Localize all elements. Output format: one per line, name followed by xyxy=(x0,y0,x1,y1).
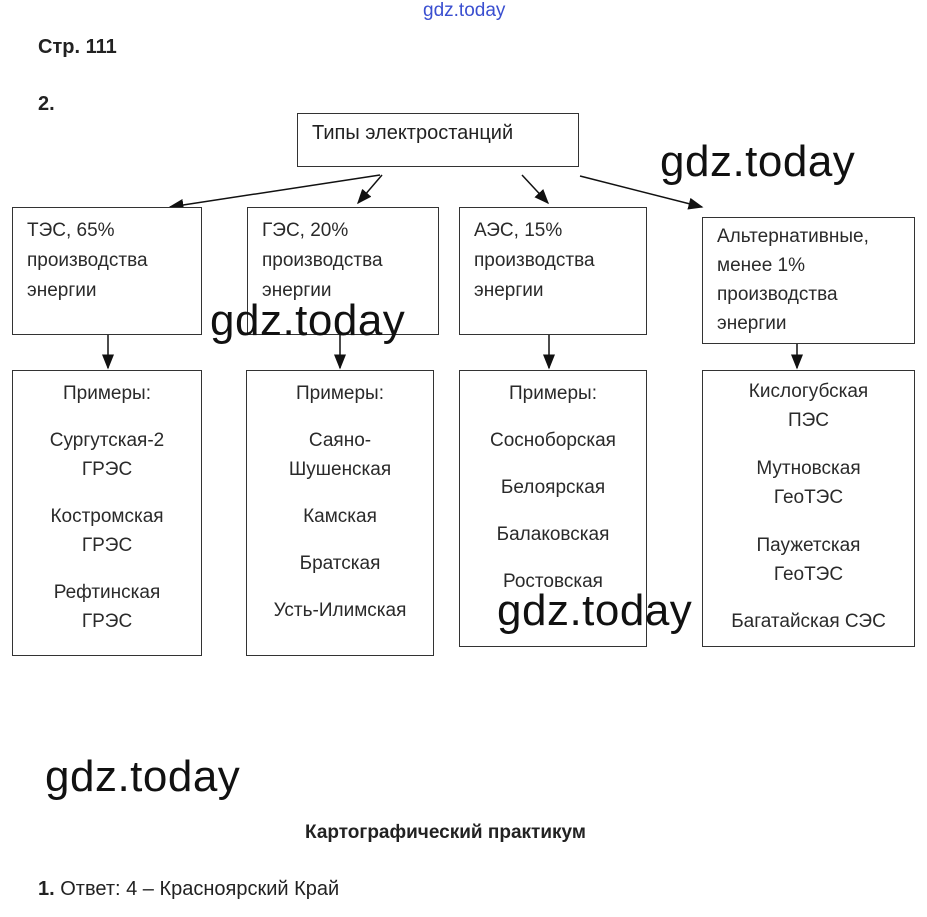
watermark-top: gdz.today xyxy=(423,0,506,21)
example-item: ГеоТЭС xyxy=(773,487,844,508)
examples-box-aes: Примеры: Сосноборская Белоярская Балаков… xyxy=(459,370,647,647)
arrow-alt xyxy=(579,175,704,210)
example-item: Костромская xyxy=(50,506,164,527)
example-item: Сосноборская xyxy=(490,430,616,451)
examples-box-tes: Примеры: Сургутская-2 ГРЭС Костромская Г… xyxy=(12,370,202,656)
type-line: производства xyxy=(717,284,838,305)
answer-text: Ответ: 4 – Красноярский Край xyxy=(60,878,340,900)
type-line: Альтернативные, xyxy=(717,226,869,247)
type-box-alt: Альтернативные, менее 1% производства эн… xyxy=(702,217,915,344)
example-item: Камская xyxy=(303,506,377,527)
root-box: Типы электростанций xyxy=(297,113,579,167)
type-line: производства xyxy=(27,250,148,271)
page-label: Стр. 111 xyxy=(38,36,117,58)
examples-box-ges: Примеры: Саяно- Шушенская Камская Братск… xyxy=(246,370,434,656)
type-line: ГЭС, 20% xyxy=(262,220,349,241)
example-item: Паужетская xyxy=(756,535,861,556)
arrow-tes xyxy=(168,174,381,211)
examples-box-alt: Кислогубская ПЭС Мутновская ГеоТЭС Пауже… xyxy=(702,370,915,647)
watermark: gdz.today xyxy=(497,586,693,635)
type-line: производства xyxy=(262,250,383,271)
answer-number: 1. xyxy=(38,878,55,900)
type-line: энергии xyxy=(27,280,97,301)
type-line: ТЭС, 65% xyxy=(27,220,115,241)
example-item: Мутновская xyxy=(756,458,861,479)
type-box-aes: АЭС, 15% производства энергии xyxy=(459,207,647,335)
example-item: Братская xyxy=(299,553,381,574)
type-line: производства xyxy=(474,250,595,271)
watermark: gdz.today xyxy=(45,752,241,801)
example-item: Ростовская xyxy=(503,571,603,592)
watermark: gdz.today xyxy=(210,296,406,345)
type-line: энергии xyxy=(717,313,787,334)
example-item: ГРЭС xyxy=(81,611,133,632)
example-item: ГРЭС xyxy=(81,459,133,480)
type-line: менее 1% xyxy=(717,255,805,276)
example-item: Шушенская xyxy=(288,459,392,480)
arrow-aes xyxy=(521,174,550,205)
example-item: Рефтинская xyxy=(53,582,161,603)
example-item: Багатайская СЭС xyxy=(731,611,886,632)
example-item: Кислогубская xyxy=(748,381,869,402)
arrow-ges xyxy=(357,174,383,205)
type-line: энергии xyxy=(262,280,332,301)
answer-line: 1. Ответ: 4 – Красноярский Край xyxy=(38,878,339,901)
type-line: АЭС, 15% xyxy=(474,220,563,241)
example-item: ГРЭС xyxy=(81,535,133,556)
examples-heading: Примеры: xyxy=(296,383,384,404)
examples-heading: Примеры: xyxy=(509,383,597,404)
watermark: gdz.today xyxy=(660,137,856,186)
example-item: ГеоТЭС xyxy=(773,564,844,585)
examples-heading: Примеры: xyxy=(63,383,151,404)
type-line: энергии xyxy=(474,280,544,301)
example-item: ПЭС xyxy=(787,410,830,431)
example-item: Балаковская xyxy=(496,524,610,545)
type-box-ges: ГЭС, 20% производства энергии xyxy=(247,207,439,335)
task-number: 2. xyxy=(38,93,55,115)
section-title: Картографический практикум xyxy=(305,822,586,843)
root-label: Типы электростанций xyxy=(312,122,514,144)
example-item: Белоярская xyxy=(500,477,606,498)
example-item: Сургутская-2 xyxy=(49,430,165,451)
example-item: Усть-Илимская xyxy=(273,600,407,621)
type-box-tes: ТЭС, 65% производства энергии xyxy=(12,207,202,335)
example-item: Саяно- xyxy=(308,430,372,451)
